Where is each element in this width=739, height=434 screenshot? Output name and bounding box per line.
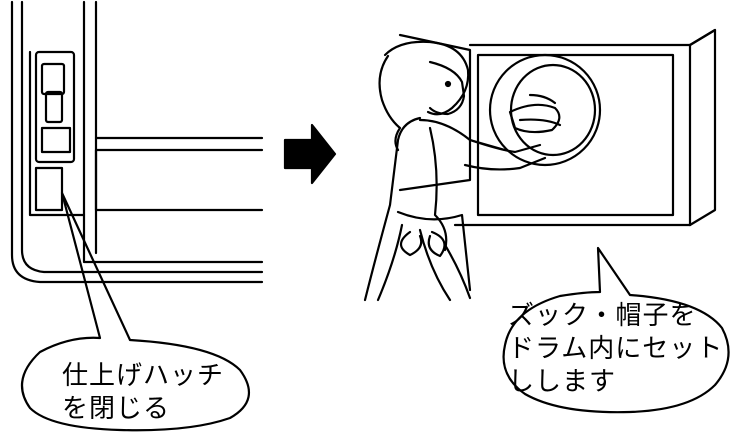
callout-left-line-1: 仕上げハッチ (62, 361, 225, 391)
callout-right-line-1: ズック・帽子を (508, 301, 697, 331)
machine-front-panel (10, 0, 264, 284)
callout-left-text: 仕上げハッチ を閉じる (62, 360, 224, 426)
callout-left-line-2: を閉じる (62, 394, 171, 424)
arrow-right-icon (283, 123, 337, 185)
washing-machine (398, 28, 717, 227)
callout-right-text: ズック・帽子を ドラム内にセット しします (508, 300, 723, 399)
callout-left-bubble (20, 191, 250, 432)
woman-figure (363, 40, 562, 302)
callout-right-line-2: ドラム内にセット (508, 334, 724, 364)
callout-right-bubble (502, 246, 730, 414)
callout-right-line-3: しします (508, 367, 617, 397)
